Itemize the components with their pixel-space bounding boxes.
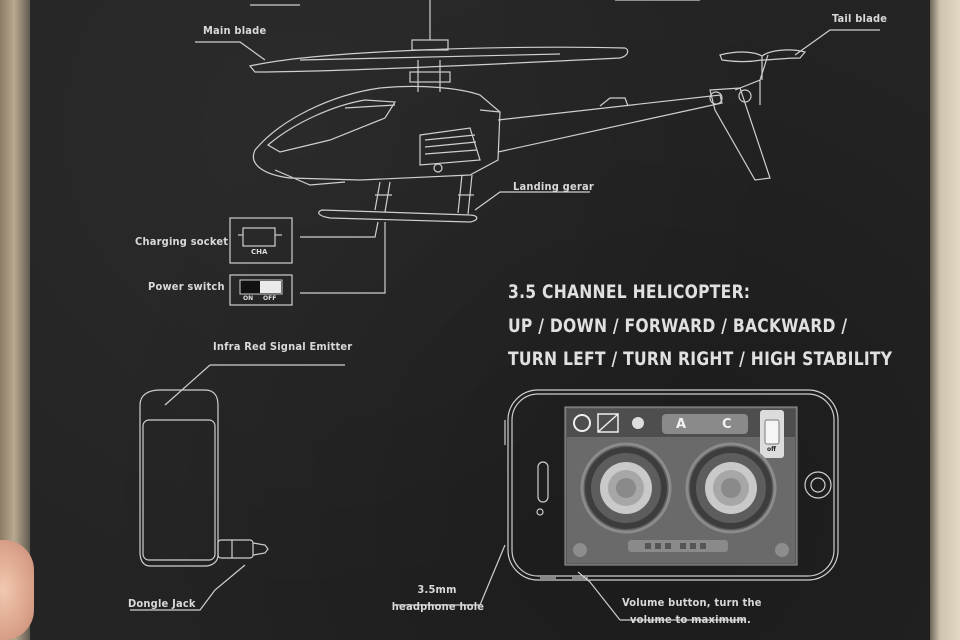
mode-letter-a: A [676,417,687,432]
label-dongle-jack: Dongle Jack [128,597,196,610]
left-joystick [580,442,672,534]
mode-letter-c: C [722,417,732,432]
label-volume-1: Volume button, turn the [622,596,762,609]
label-ir-emitter: Infra Red Signal Emitter [213,340,353,353]
helmet-icon [632,417,644,429]
finger [0,540,34,640]
helicopter-body [252,54,771,186]
landing-gear [318,174,478,223]
refresh-icon [573,414,591,432]
toggle-off-text: off [767,446,776,453]
app-screen [564,406,798,566]
right-joystick [685,442,777,534]
label-landing-gear: Landing gerar [513,180,594,193]
label-volume-2: volume to maximum. [630,613,751,626]
phone-outline [504,389,839,581]
label-headphone-hole-1: 3.5mm [417,583,457,596]
headline-line3: TURN LEFT / TURN RIGHT / HIGH STABILITY [508,348,893,370]
tail-blade [719,49,807,80]
headline-line1: 3.5 CHANNEL HELICOPTER: [508,281,751,303]
label-main-blade: Main blade [203,24,267,37]
label-power-switch: Power switch [148,280,225,293]
calibrate-icon [597,413,619,433]
label-headphone-hole-2: headphone hole [391,600,485,613]
instruction-sheet [30,0,930,640]
main-blade [248,0,629,73]
trim-slider [628,540,728,552]
power-switch-box [229,274,293,306]
charging-socket-box [229,217,293,264]
switch-on-text: ON [243,295,254,302]
label-tail-blade: Tail blade [832,12,888,25]
switch-off-text: OFF [263,295,277,302]
dongle [139,389,269,567]
headline-line2: UP / DOWN / FORWARD / BACKWARD / [508,315,848,337]
socket-text: CHA [251,248,268,256]
label-charging-socket: Charging socket [135,235,229,248]
